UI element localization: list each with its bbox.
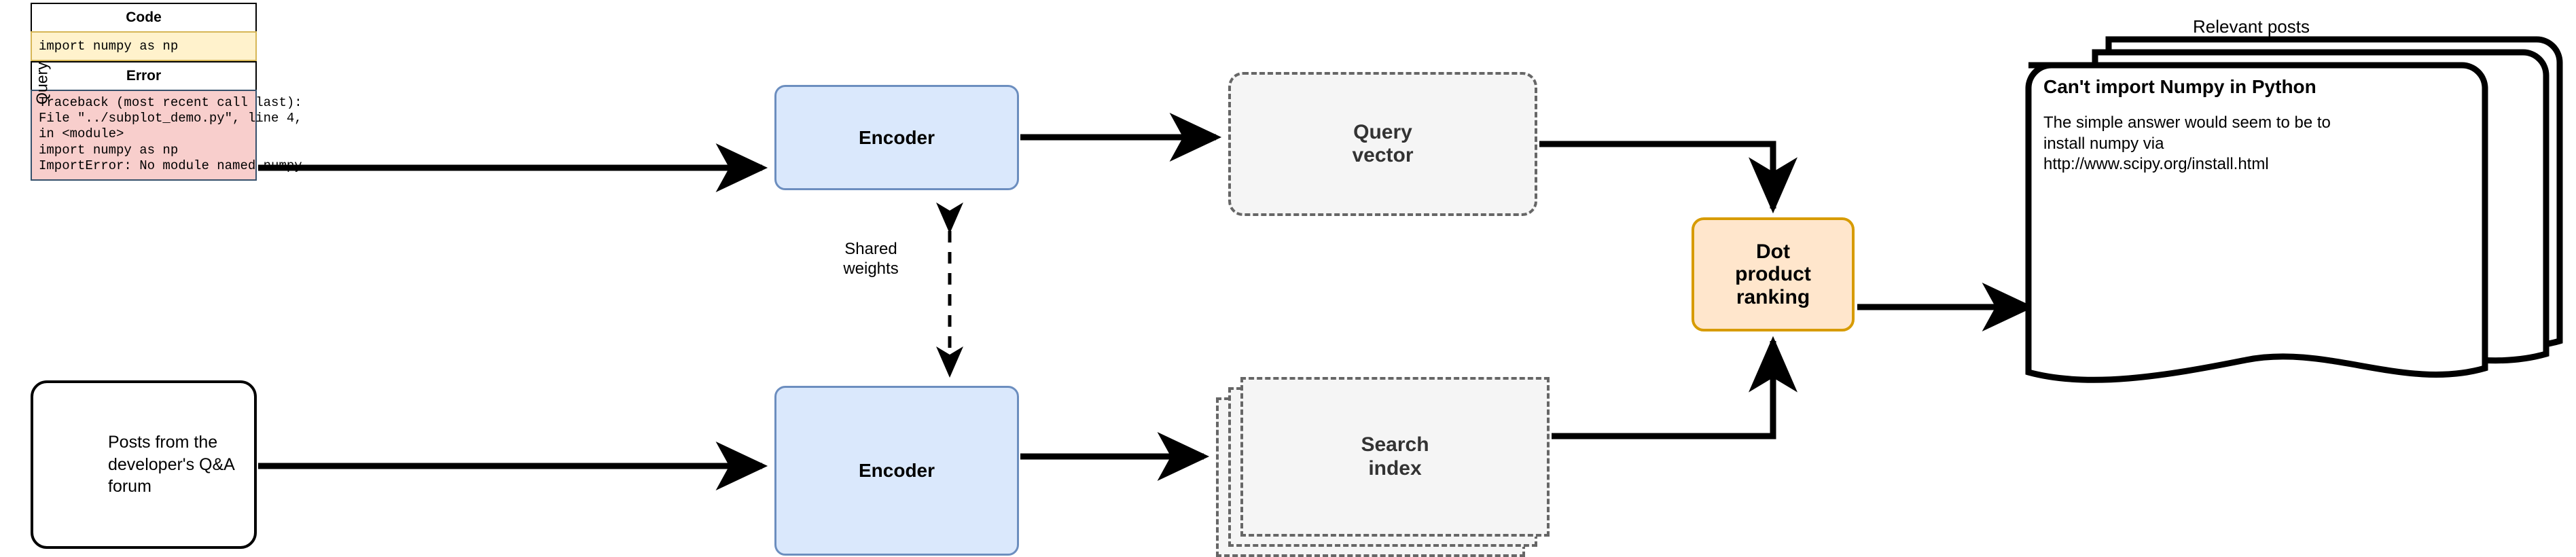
relevant-posts-stack[interactable] (2025, 36, 2563, 383)
error-line: File "../subplot_demo.py", line 4, (39, 111, 302, 126)
query-vector-box[interactable]: Query vector (1228, 72, 1537, 216)
error-header: Error (31, 61, 257, 90)
query-table: Code import numpy as np Error Traceback … (31, 3, 302, 181)
error-traceback: Traceback (most recent call last): File … (31, 90, 302, 181)
post-body: The simple answer would seem to be to in… (2043, 113, 2331, 174)
document-encoder-box[interactable]: Encoder (774, 386, 1019, 556)
search-index-box[interactable]: Search index (1240, 377, 1550, 537)
post-card-content: Can't import Numpy in Python The simple … (2043, 76, 2336, 175)
error-line: Traceback (most recent call last): (39, 95, 302, 110)
relevant-posts-title: Relevant posts (2193, 16, 2310, 37)
query-side-label: Query (33, 62, 51, 105)
post-title: Can't import Numpy in Python (2043, 76, 2316, 97)
error-line: in <module> (39, 126, 124, 142)
dot-product-ranking-box[interactable]: Dot product ranking (1692, 217, 1855, 331)
shared-weights-label: Shared weights (843, 240, 899, 278)
error-line: import numpy as np (39, 142, 179, 158)
code-value: import numpy as np (31, 31, 257, 61)
corpus-box[interactable]: Posts from the developer's Q&A forum (31, 380, 257, 549)
arrow-search-index-to-ranking (1552, 336, 1797, 439)
post-card-front[interactable] (2025, 62, 2488, 383)
error-line: ImportError: No module named numpy (39, 158, 302, 173)
query-encoder-box[interactable]: Encoder (774, 85, 1019, 190)
code-header: Code (31, 3, 257, 31)
arrow-query-vector-to-ranking (1539, 141, 1797, 214)
corpus-label: Posts from the developer's Q&A forum (108, 433, 234, 497)
